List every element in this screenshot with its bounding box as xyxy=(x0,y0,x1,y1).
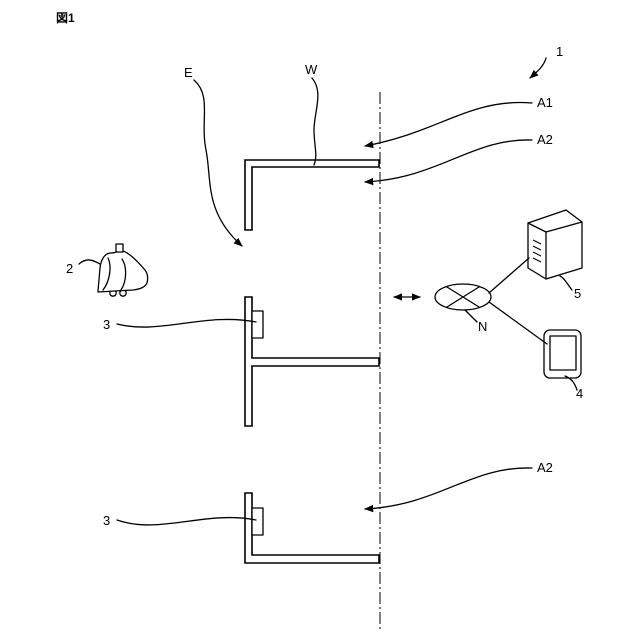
label-network: N xyxy=(478,319,487,334)
leader-device-lower xyxy=(117,518,256,525)
leader-network xyxy=(465,310,477,322)
wall-middle xyxy=(245,297,379,426)
label-area-a2-lower: A2 xyxy=(537,460,553,475)
link-network-terminal xyxy=(489,302,547,344)
leader-robot xyxy=(79,260,100,264)
leader-device-upper xyxy=(117,319,256,327)
leader-wall xyxy=(312,78,318,165)
wall-bottom xyxy=(245,493,379,563)
label-system: 1 xyxy=(556,44,563,59)
label-terminal: 4 xyxy=(576,386,583,401)
label-elevator: E xyxy=(184,65,193,80)
leader-area-a2-lower xyxy=(365,468,532,509)
label-area-a1: A1 xyxy=(537,95,553,110)
leader-server xyxy=(560,276,572,290)
figure-title: 図1 xyxy=(56,11,75,25)
leader-elevator xyxy=(194,80,242,246)
device-upper xyxy=(252,311,263,338)
label-area-a2-upper: A2 xyxy=(537,132,553,147)
device-lower xyxy=(252,508,263,535)
label-robot: 2 xyxy=(66,261,73,276)
label-device-lower: 3 xyxy=(103,513,110,528)
leader-area-a1 xyxy=(365,103,532,146)
network-icon xyxy=(435,284,491,310)
server-icon xyxy=(528,210,582,279)
link-network-server xyxy=(489,258,529,293)
label-server: 5 xyxy=(574,286,581,301)
wall-top xyxy=(245,160,379,230)
label-device-upper: 3 xyxy=(103,317,110,332)
leader-area-a2-upper xyxy=(365,140,532,182)
mobile-terminal-icon xyxy=(544,330,581,378)
label-wall: W xyxy=(305,62,318,77)
robot-icon xyxy=(98,244,148,296)
leader-system xyxy=(530,58,546,78)
